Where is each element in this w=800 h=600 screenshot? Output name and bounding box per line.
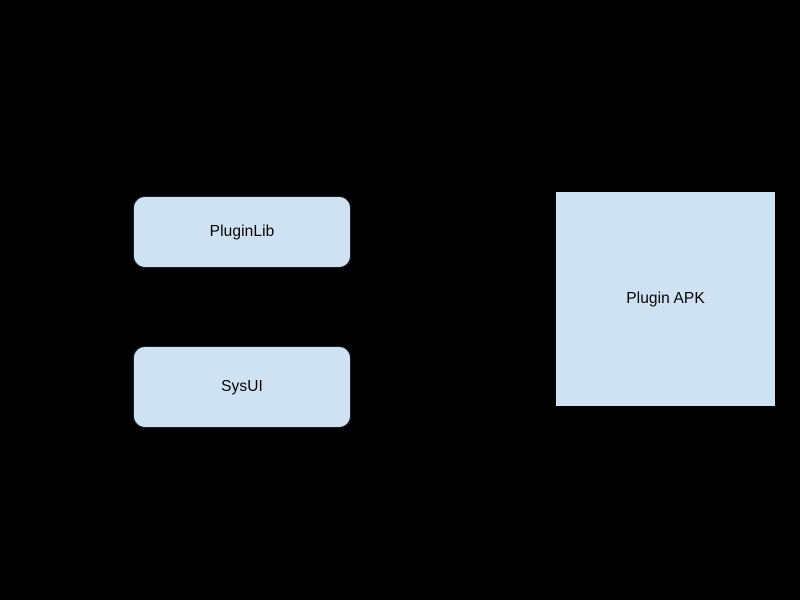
diagram-node-plugin-apk[interactable]: Plugin APK (556, 192, 775, 406)
diagram-node-label: PluginLib (209, 222, 275, 240)
diagram-node-label: Plugin APK (626, 289, 705, 307)
diagram-node-label: SysUI (221, 377, 263, 395)
diagram-node-pluginlib[interactable]: PluginLib (133, 196, 351, 268)
diagram-node-sysui[interactable]: SysUI (133, 346, 351, 428)
